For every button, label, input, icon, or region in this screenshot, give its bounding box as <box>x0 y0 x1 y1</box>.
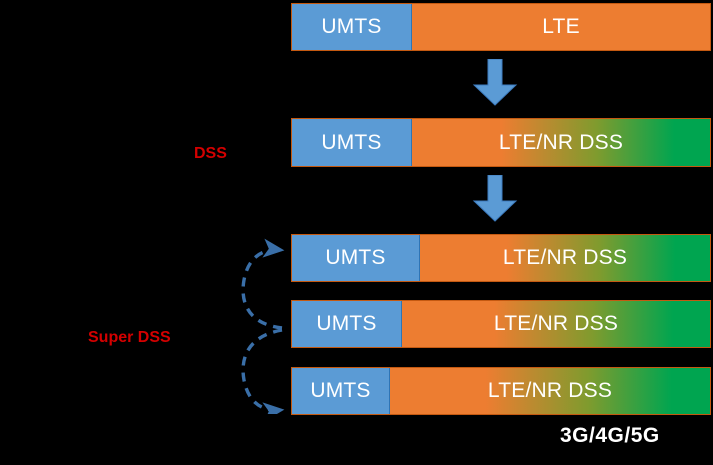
segment-label-lte-nr-dss: LTE/NR DSS <box>493 312 619 335</box>
segment-lte-nr-dss: LTE/NR DSS <box>420 235 710 281</box>
segment-label-lte-nr-dss: LTE/NR DSS <box>502 246 628 269</box>
segment-label-umts: UMTS <box>321 15 382 38</box>
stage-label-super-dss: Super DSS <box>88 329 171 346</box>
segment-lte-nr-dss: LTE/NR DSS <box>412 119 710 166</box>
segment-umts: UMTS <box>292 4 412 50</box>
segment-umts: UMTS <box>292 119 412 166</box>
arrow-legacy-to-dss-icon <box>472 58 518 106</box>
segment-umts: UMTS <box>292 235 420 281</box>
spectrum-bar-super-dss-1: UMTS LTE/NR DSS <box>291 234 711 282</box>
segment-label-lte-nr-dss: LTE/NR DSS <box>498 130 624 154</box>
spectrum-bar-super-dss-3: UMTS LTE/NR DSS <box>291 367 711 415</box>
spectrum-bar-super-dss-2: UMTS LTE/NR DSS <box>291 300 711 348</box>
segment-umts: UMTS <box>292 301 402 347</box>
segment-lte-nr-dss: LTE/NR DSS <box>402 301 710 347</box>
arrow-dss-to-super-dss-icon <box>472 174 518 222</box>
segment-lte-nr-dss: LTE/NR DSS <box>390 368 710 414</box>
segment-label-umts: UMTS <box>321 130 382 154</box>
footer-label-generations: 3G/4G/5G <box>560 424 660 447</box>
segment-label-umts: UMTS <box>316 312 377 335</box>
spectrum-bar-legacy: UMTS LTE <box>291 3 711 51</box>
segment-umts: UMTS <box>292 368 390 414</box>
segment-label-lte-nr-dss: LTE/NR DSS <box>487 379 613 402</box>
segment-label-umts: UMTS <box>325 246 386 269</box>
segment-label-umts: UMTS <box>310 379 371 402</box>
spectrum-bar-dss: UMTS LTE/NR DSS <box>291 118 711 167</box>
dynamic-reallocation-arrows <box>222 232 300 422</box>
segment-label-lte: LTE <box>542 15 580 38</box>
stage-label-dss: DSS <box>194 145 227 162</box>
segment-lte: LTE <box>412 4 710 50</box>
